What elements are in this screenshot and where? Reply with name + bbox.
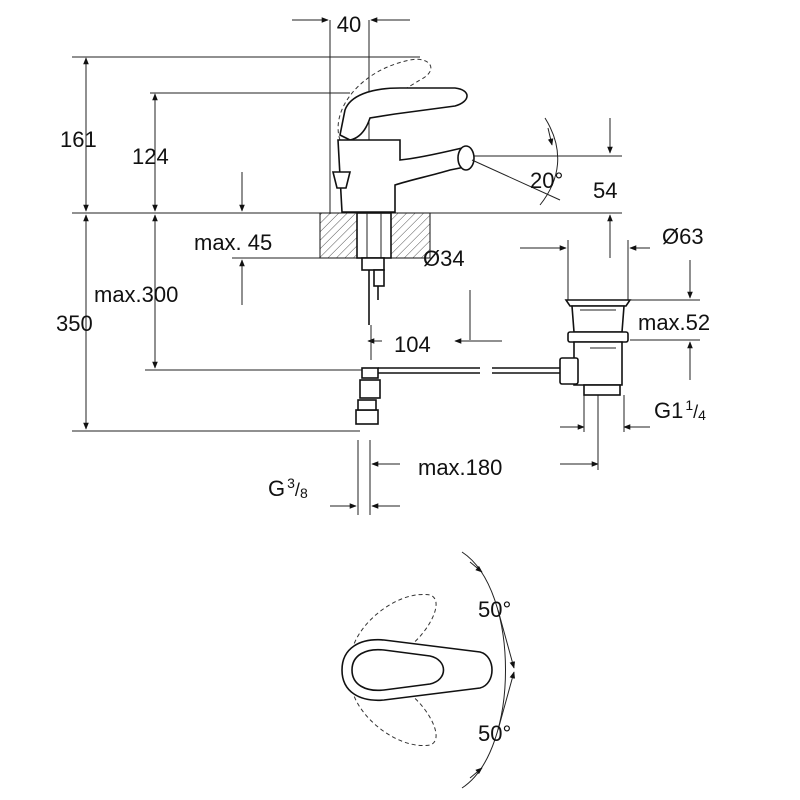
angle-indicator (471, 117, 561, 206)
label-spout-outlet-height: 54 (593, 178, 617, 203)
deck-section (319, 212, 431, 259)
label-rod-distance: 104 (394, 332, 431, 357)
label-overall-length: 350 (56, 311, 93, 336)
label-handle-offset: 40 (337, 12, 361, 37)
label-spout-height: 124 (132, 144, 169, 169)
label-supply-length: max.300 (94, 282, 178, 307)
faucet-body (331, 58, 475, 213)
waste-drain (559, 299, 632, 396)
label-total-height: 161 (60, 127, 97, 152)
label-pop-up-height: max.52 (638, 310, 710, 335)
label-deck-thickness: max. 45 (194, 230, 272, 255)
top-view (341, 551, 516, 789)
dimension-lines (83, 17, 700, 515)
dimension-labels: 40 161 124 20° 54 max. 45 Ø34 Ø63 max.30… (56, 12, 710, 746)
label-drain-diameter: Ø63 (662, 224, 704, 249)
supply-hoses (355, 257, 385, 425)
label-rod-length: max.180 (418, 455, 502, 480)
label-spout-angle: 20° (530, 168, 563, 193)
label-rotation-up: 50° (478, 597, 511, 622)
label-hole-diameter: Ø34 (423, 246, 465, 271)
label-rotation-down: 50° (478, 721, 511, 746)
pop-up-rod (378, 367, 562, 374)
